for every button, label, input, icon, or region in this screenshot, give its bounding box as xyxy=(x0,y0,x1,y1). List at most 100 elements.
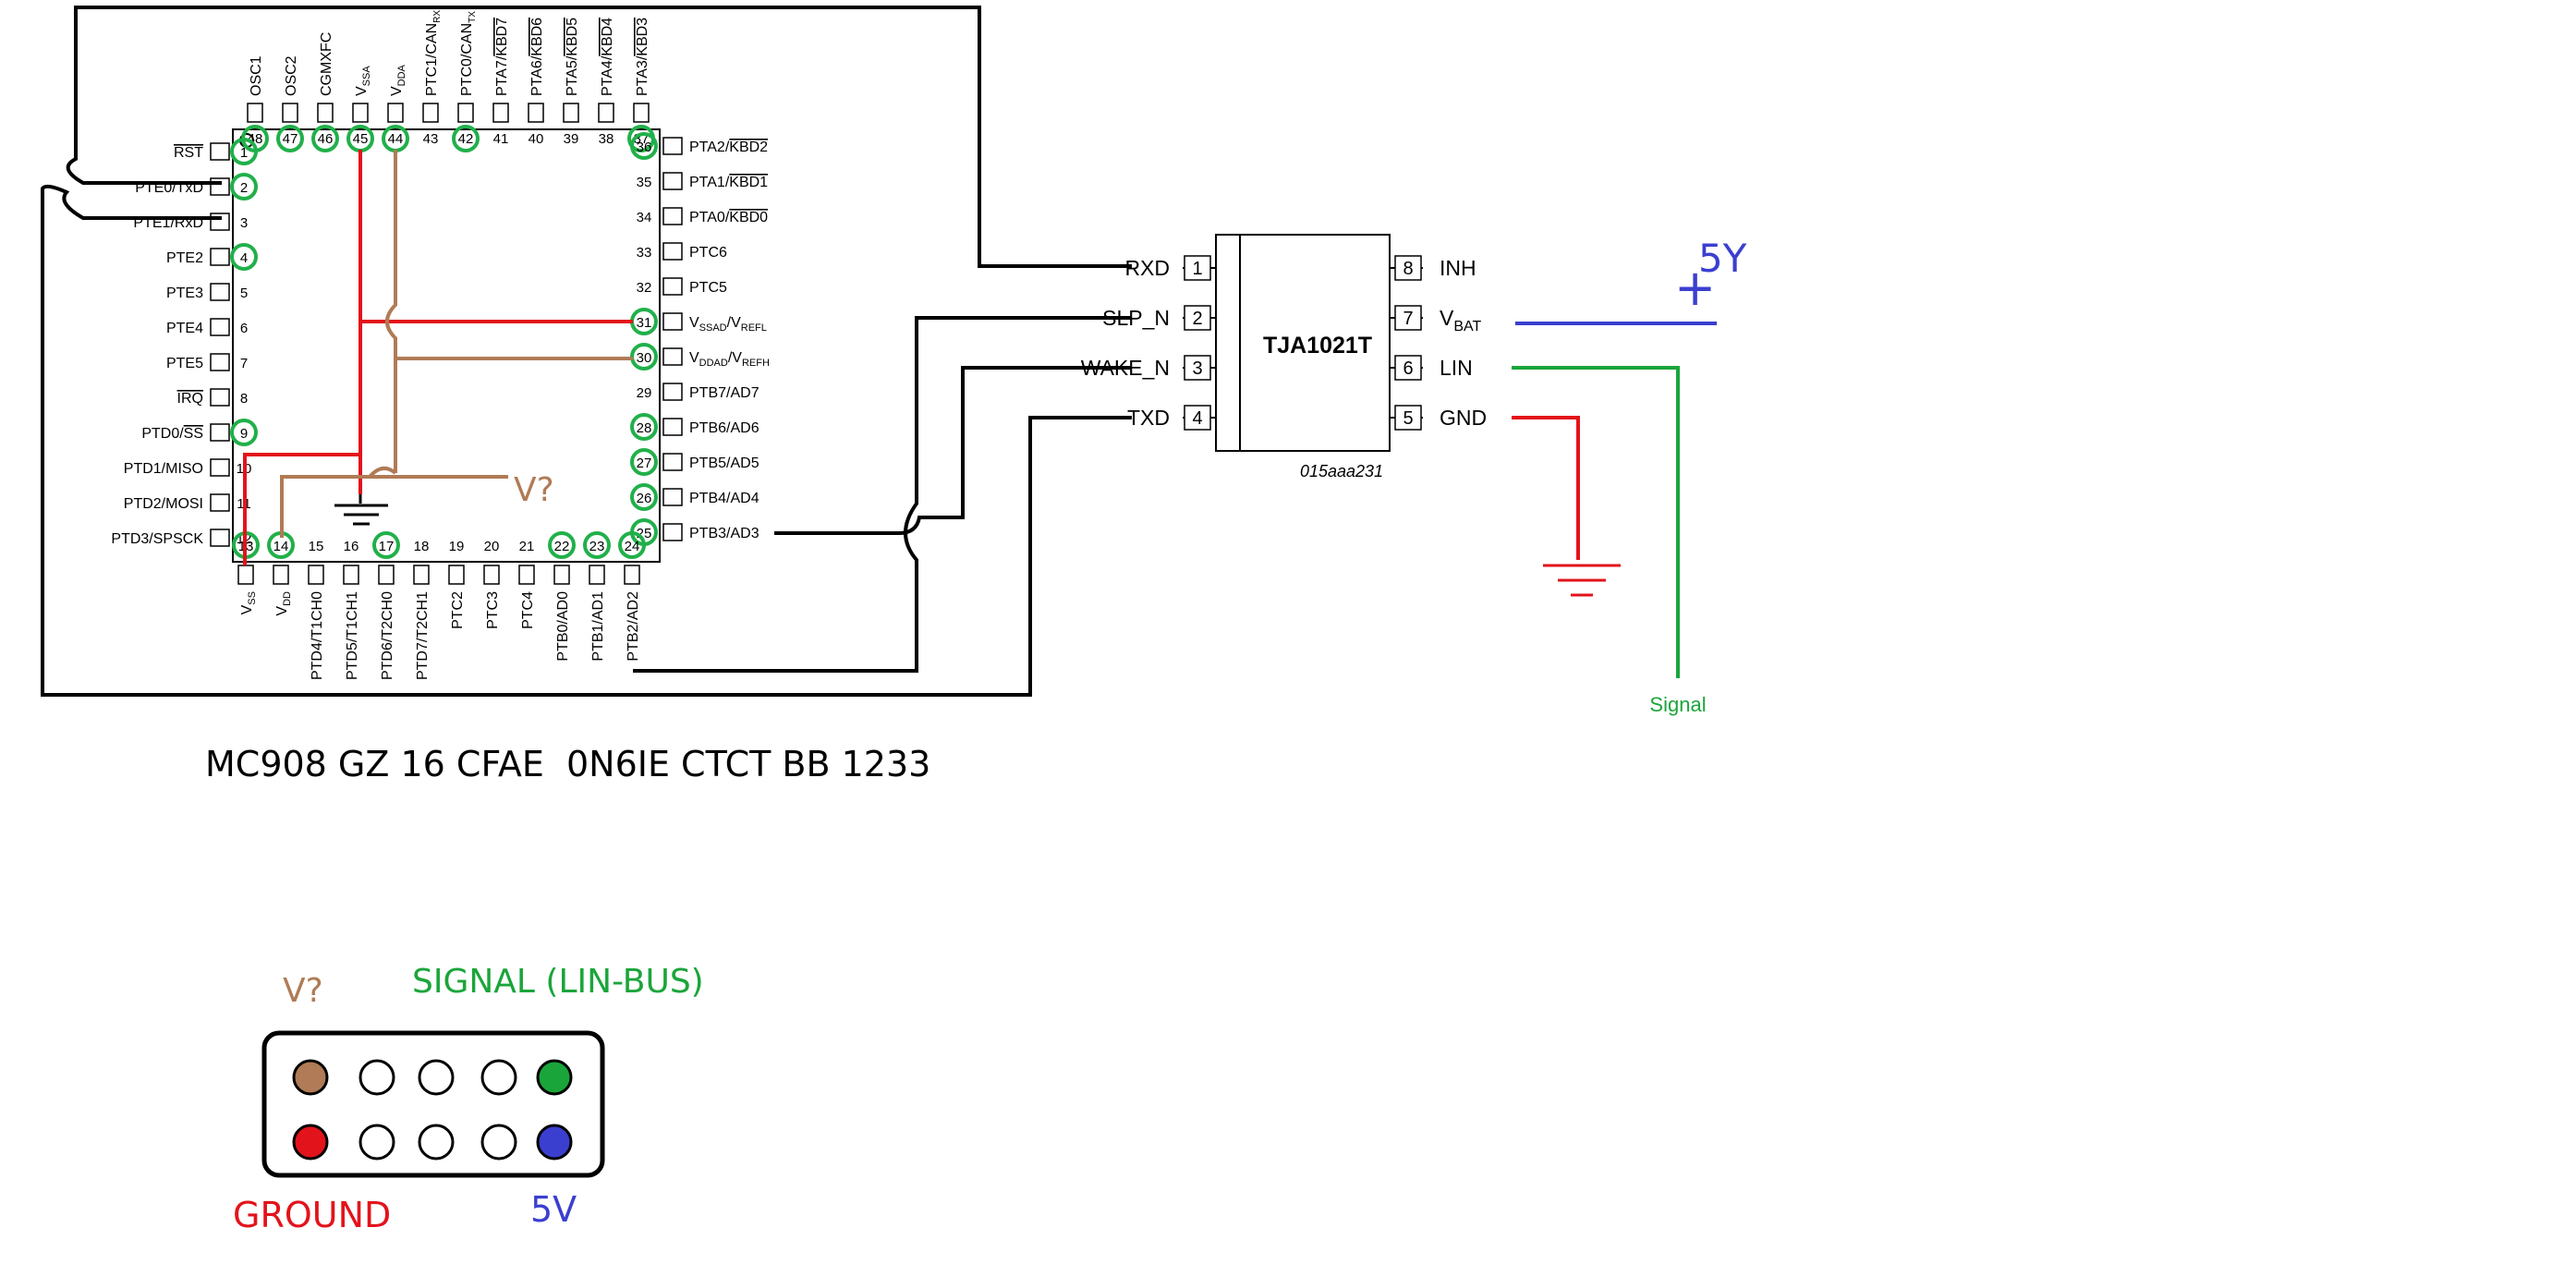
pin-pad xyxy=(308,565,324,585)
wire-vdd-jump xyxy=(368,466,397,479)
connector-hole-top-3-white xyxy=(418,1059,455,1096)
pin-number: 18 xyxy=(414,539,430,554)
pin-number: 3 xyxy=(240,215,248,231)
mcu-chip: 48OSC147OSC246CGMXFC45VSSA44VDDA43PTC1/C… xyxy=(111,10,770,680)
pin-number: 31 xyxy=(637,315,652,331)
transceiver-name: TJA1021T xyxy=(1263,333,1372,359)
pin-number: 30 xyxy=(637,350,652,366)
pin-number: 1 xyxy=(240,145,248,161)
pin-label: PTD1/MISO xyxy=(124,461,203,477)
pin-highlight-circle xyxy=(372,531,400,559)
pin-number: 7 xyxy=(1403,309,1413,329)
pin-number: 6 xyxy=(1403,359,1413,379)
pin-label: PTB5/AD5 xyxy=(689,456,759,471)
pin-pad xyxy=(343,565,359,585)
pin-label: CGMXFC xyxy=(319,32,334,96)
connector-legend: V? SIGNAL (LIN-BUS) GROUND 5V xyxy=(233,963,704,1235)
pin-number: 8 xyxy=(240,391,248,407)
red-ground-wires xyxy=(243,150,633,565)
pin-pad xyxy=(662,137,683,155)
connector-5v-label: 5V xyxy=(530,1189,577,1230)
pin-label: GND xyxy=(1440,406,1487,430)
pin-number: 38 xyxy=(599,131,614,147)
pin-pad xyxy=(413,565,430,585)
wire-rxd-to-txd xyxy=(41,184,1132,697)
pin-pad xyxy=(662,207,683,225)
connector-hole-top-2-white xyxy=(358,1059,395,1096)
pin-number: 5 xyxy=(1403,408,1413,429)
pin-pad xyxy=(210,318,230,336)
pin-label: PTA3/KBD3 xyxy=(635,18,650,96)
connector-hole-bottom-3-white xyxy=(418,1124,455,1161)
pin-pad xyxy=(387,103,404,123)
pin-pad xyxy=(210,213,230,231)
connector-body xyxy=(261,1030,605,1178)
pin-pad xyxy=(210,388,230,407)
connector-signal-label: SIGNAL (LIN-BUS) xyxy=(412,963,704,1001)
pin-pad xyxy=(210,353,230,371)
pin-label: PTC5 xyxy=(689,280,727,296)
pin-number: 7 xyxy=(240,356,248,371)
pin-number: 6 xyxy=(240,321,248,336)
pin-number: 29 xyxy=(637,385,652,401)
brown-wires xyxy=(280,150,633,538)
pin-number: 22 xyxy=(554,539,570,554)
pin-pad xyxy=(662,418,683,436)
pin-number: 4 xyxy=(1192,408,1202,429)
pin-pad xyxy=(237,565,254,585)
pin-number: 20 xyxy=(484,539,500,554)
connector-hole-top-1-brown xyxy=(292,1059,329,1096)
pin-pad xyxy=(210,493,230,512)
pin-pad xyxy=(210,142,230,161)
pin-number: 23 xyxy=(589,539,605,554)
pin-label: WAKE_N xyxy=(1081,356,1170,380)
pin-label: VDD xyxy=(274,591,293,616)
pin-label: PTD5/T1CH1 xyxy=(345,591,360,680)
pin-number: 1 xyxy=(1192,259,1202,279)
pin-pad xyxy=(662,312,683,331)
pin-label: VSSA xyxy=(354,66,372,96)
pin-pad xyxy=(662,523,683,541)
ground-symbol-transceiver xyxy=(1543,564,1621,597)
pin-label: TXD xyxy=(1127,406,1170,430)
wire-ptb2-to-slp xyxy=(633,316,1132,673)
pin-number: 35 xyxy=(637,175,652,190)
pin-number: 16 xyxy=(344,539,359,554)
pin-highlight-circle xyxy=(618,531,646,559)
mcu-body xyxy=(232,128,661,563)
pin-label: PTD3/SPSCK xyxy=(111,531,203,547)
mcu-part-number: MC908 GZ 16 CFAE 0N6IE CTCT BB 1233 xyxy=(205,744,930,784)
connector-hole-bottom-4-white xyxy=(480,1124,517,1161)
wire-gnd xyxy=(1512,416,1580,560)
pin-number: 24 xyxy=(625,539,640,554)
pin-pad xyxy=(317,103,334,123)
pin-pad xyxy=(378,565,395,585)
mcu-left-pins: 1RST2PTE0/TxD3PTE1/RxD4PTE25PTE36PTE47PT… xyxy=(111,138,258,547)
pin-highlight-circle xyxy=(630,448,658,476)
transceiver-code: 015aaa231 xyxy=(1300,462,1383,480)
pin-highlight-circle xyxy=(230,173,258,201)
pin-number: 4 xyxy=(240,250,248,266)
